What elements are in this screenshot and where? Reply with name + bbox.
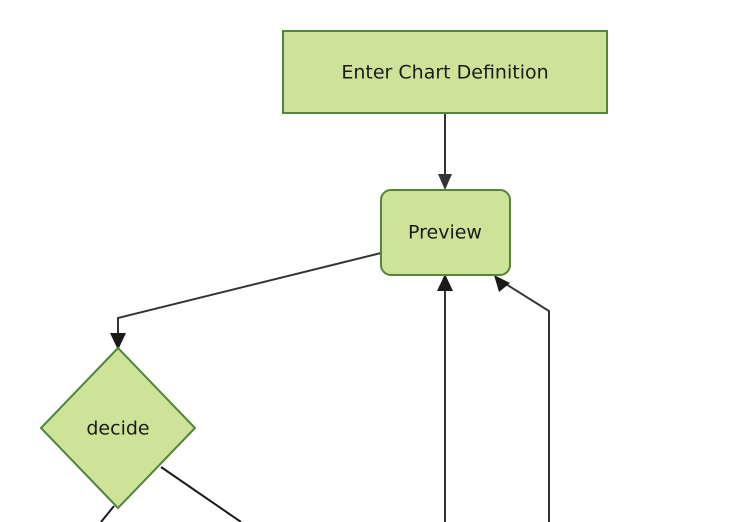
edge-preview-to-decide [110,252,382,350]
edge-decide-bottom-right [160,466,242,522]
node-preview-shape[interactable] [380,189,511,276]
node-enter-chart-definition[interactable]: Enter Chart Definition [282,30,608,114]
edge-bottom-right-to-preview [494,275,550,522]
node-decide[interactable]: decide [39,346,197,510]
node-preview[interactable]: Preview [380,189,511,276]
edge-preview-to-decide-arrowhead [110,333,126,350]
edge-enter-to-preview-arrowhead [438,174,452,190]
node-preview-label: Preview [408,222,482,244]
node-decide-shape[interactable] [39,346,197,510]
edge-layer [100,113,550,522]
node-decide-label: decide [86,418,149,440]
edge-decide-bottom-right-line [160,466,242,522]
edge-decide-bottom-left [100,505,115,522]
edge-bottom-right-to-preview-arrowhead [494,275,510,292]
edge-bottom-center-to-preview [437,274,453,522]
edge-preview-to-decide-line [117,252,382,341]
edge-bottom-center-to-preview-arrowhead [437,274,453,291]
edge-decide-bottom-left-line [100,505,115,522]
edge-bottom-right-to-preview-line [500,280,550,522]
node-layer: Enter Chart Definition Preview decide [39,30,608,510]
node-enter-chart-definition-shape[interactable] [282,30,608,114]
edge-enter-to-preview [438,113,452,190]
node-enter-chart-definition-label: Enter Chart Definition [341,62,548,84]
